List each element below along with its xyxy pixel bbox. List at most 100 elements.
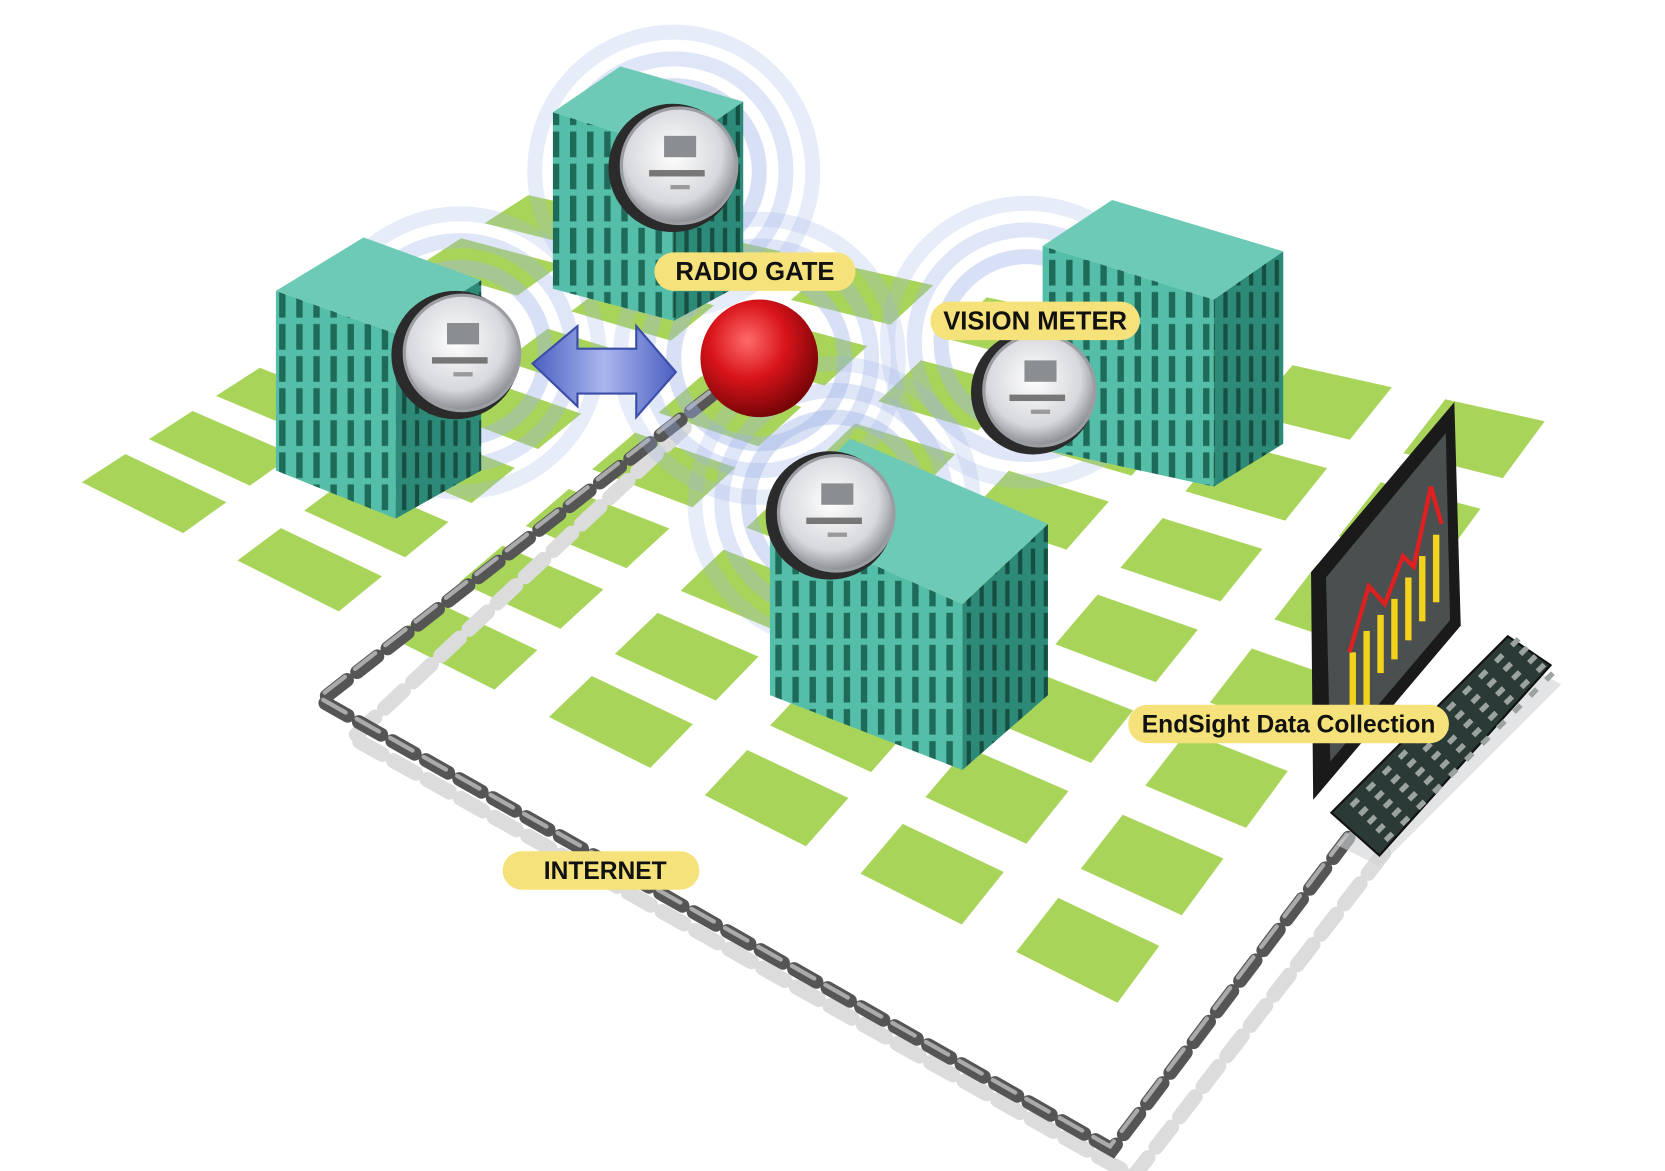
ground-tile	[860, 823, 1004, 925]
screen-bar	[1349, 652, 1356, 733]
label-internet: INTERNET	[502, 851, 700, 890]
keyboard-key	[1509, 636, 1521, 648]
ground-tile	[1145, 731, 1288, 828]
ground-tile	[704, 749, 849, 847]
ground-tile	[966, 470, 1109, 550]
keyboard-key	[1496, 719, 1507, 730]
keyboard-key	[1511, 670, 1522, 681]
keyboard-key	[1406, 757, 1417, 769]
ground-tile	[417, 238, 561, 296]
screen-bar	[1377, 614, 1384, 674]
ground-tile	[614, 612, 759, 701]
screen-line-chart	[1347, 485, 1444, 653]
keyboard-key	[1383, 831, 1395, 843]
keyboard-key	[1446, 734, 1458, 745]
ground-tile	[925, 747, 1069, 844]
ground-tile	[592, 432, 736, 508]
meter-display	[664, 135, 697, 158]
meter-barcode	[806, 517, 862, 525]
meter-display	[1024, 360, 1057, 382]
two-way-arrow-icon	[530, 323, 678, 420]
keyboard-key	[1397, 749, 1409, 760]
screen-bar	[1391, 598, 1398, 660]
screen-bar	[1432, 534, 1440, 603]
meter-barcode	[1009, 394, 1066, 402]
keyboard-key	[1382, 798, 1394, 810]
screen-bar-chart	[1349, 534, 1440, 733]
keyboard-key	[1454, 709, 1465, 721]
smart-meter-icon	[391, 290, 522, 420]
building-front-face	[275, 290, 396, 519]
keyboard-key	[1431, 783, 1443, 795]
keyboard-key	[1422, 741, 1433, 753]
keyboard-key	[1470, 693, 1481, 705]
keyboard-key	[1358, 805, 1369, 817]
keyboard-key	[1512, 703, 1523, 714]
keyboard-key	[1471, 726, 1483, 738]
building-front-face	[769, 518, 963, 770]
ground-tile	[81, 454, 227, 534]
meter-barcode	[649, 170, 705, 177]
keyboard-key	[1519, 678, 1531, 690]
smart-meter-icon	[970, 330, 1097, 455]
keyboard-key	[1527, 654, 1538, 665]
meter-face	[776, 453, 896, 573]
label-endsight-text: EndSight Data Collection	[1142, 712, 1436, 739]
keyboard-key	[1477, 669, 1489, 680]
internet-cable-highlight	[314, 390, 1364, 1150]
smart-meter-icon	[765, 451, 896, 580]
meter-label	[670, 185, 690, 190]
keyboard-key	[1423, 774, 1434, 786]
ground-tile	[1080, 814, 1224, 916]
meter-face	[402, 293, 522, 413]
ground-tile	[304, 478, 449, 558]
keyboard-key	[1518, 645, 1530, 657]
keyboard-key	[1415, 799, 1427, 811]
label-radio-gate-text: RADIO GATE	[675, 258, 834, 286]
meter-barcode	[432, 357, 488, 364]
keyboard-key	[1503, 694, 1515, 706]
label-internet-text: INTERNET	[544, 858, 667, 885]
keyboard-key	[1375, 823, 1386, 834]
meter-label	[827, 532, 847, 537]
keyboard-key	[1381, 765, 1393, 776]
ground-tile	[148, 410, 294, 486]
keyboard-key	[1455, 742, 1466, 754]
keyboard-key	[1494, 686, 1506, 697]
building-side-face	[1213, 251, 1284, 487]
meter-label	[1030, 409, 1051, 414]
screen-bar	[1363, 630, 1370, 709]
screen-bar	[1419, 556, 1426, 622]
keyboard-key	[1535, 662, 1547, 674]
building-east	[1042, 199, 1284, 487]
ground-tile	[549, 675, 693, 768]
keyboard-key	[1461, 685, 1473, 696]
meter-display	[446, 322, 480, 345]
label-endsight: EndSight Data Collection	[1128, 704, 1449, 744]
keyboard-key	[1479, 735, 1491, 746]
ground-tile	[1016, 897, 1160, 1003]
keyboard-key	[1493, 653, 1505, 664]
keyboard-key	[1447, 767, 1459, 779]
keyboard-key	[1462, 718, 1474, 729]
keyboard-key	[1463, 751, 1475, 762]
keyboard-key	[1502, 661, 1514, 673]
meter-label	[453, 372, 473, 377]
internet-cable-shadow	[340, 420, 1398, 1171]
keyboard-key	[1374, 789, 1385, 801]
keyboard-key	[1399, 815, 1411, 827]
keyboard-key	[1390, 773, 1401, 785]
keyboard-key	[1430, 750, 1442, 761]
label-radio-gate: RADIO GATE	[654, 252, 856, 291]
meter-face	[619, 106, 739, 226]
keyboard-key	[1391, 807, 1402, 818]
building-side-face	[962, 524, 1048, 770]
keyboard-key	[1439, 758, 1450, 770]
laptop-computer	[1311, 402, 1562, 867]
keyboard-key	[1478, 702, 1490, 713]
keyboard-key	[1528, 687, 1539, 698]
ground-tile	[1250, 365, 1392, 440]
radio-gate-sphere	[700, 299, 819, 418]
